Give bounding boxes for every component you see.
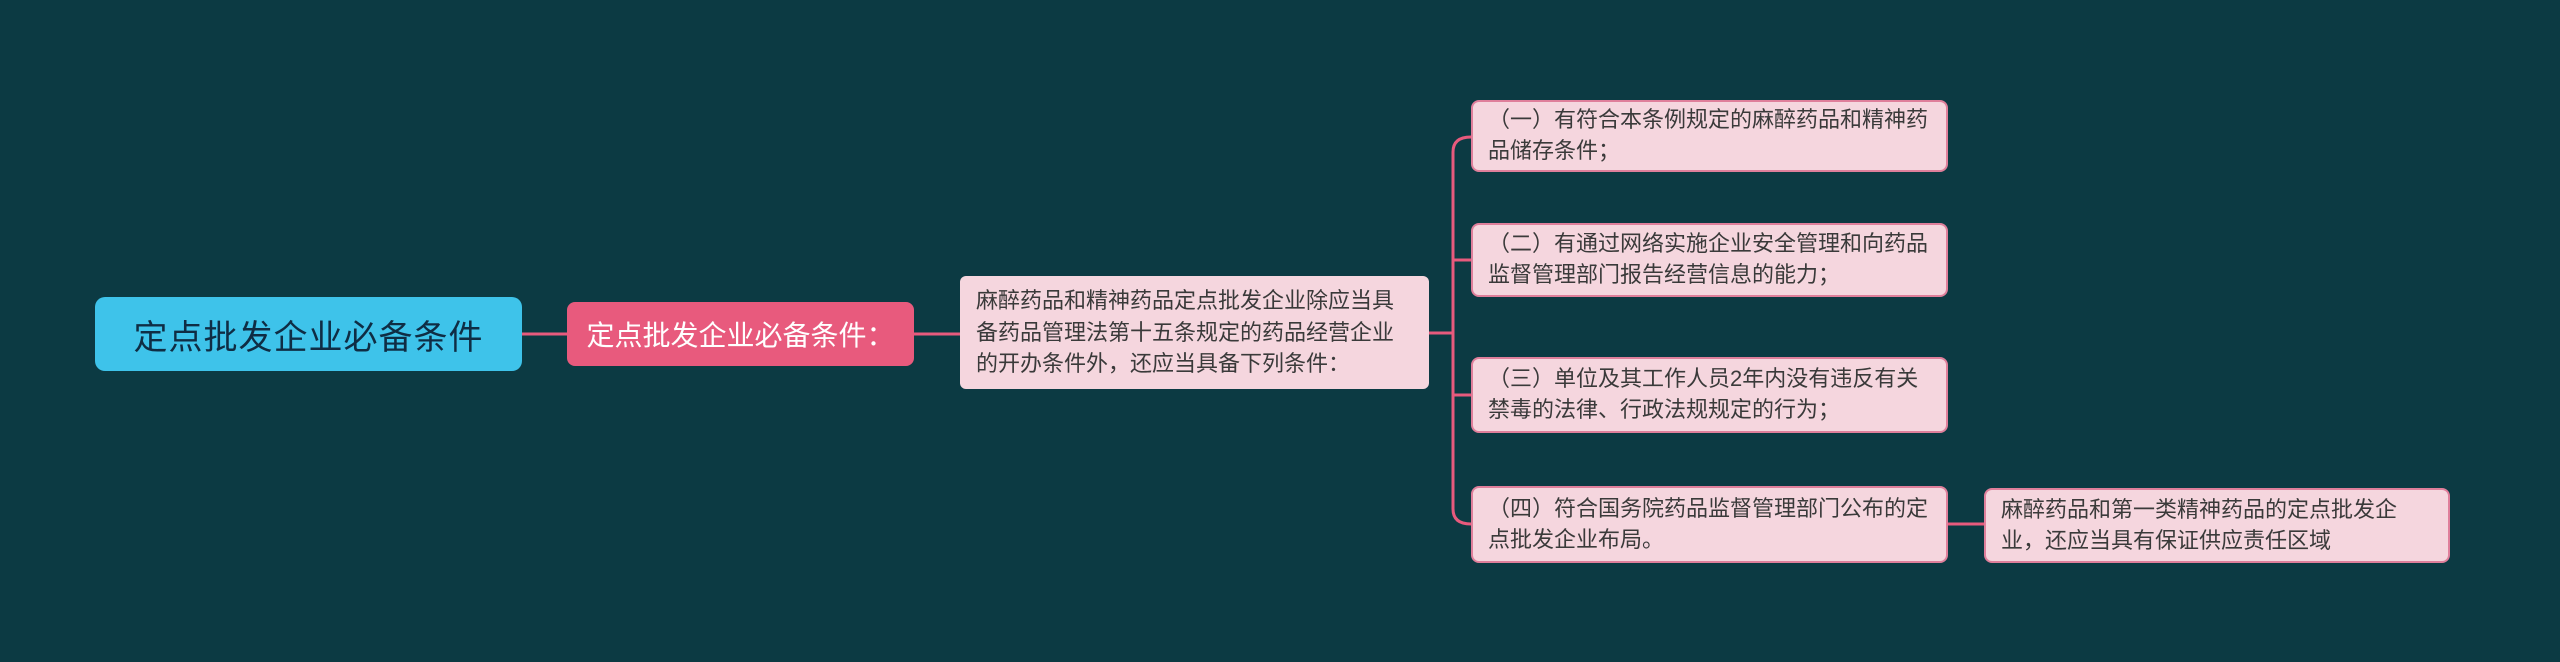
summary-node[interactable]: 麻醉药品和精神药品定点批发企业除应当具备药品管理法第十五条规定的药品经营企业的开… — [960, 276, 1429, 389]
topic-node-label: 定点批发企业必备条件： — [586, 320, 895, 351]
root-node[interactable]: 定点批发企业必备条件 — [95, 297, 522, 371]
branch-node-4[interactable]: （四）符合国务院药品监督管理部门公布的定点批发企业布局。 — [1471, 486, 1948, 563]
branch-node-3-text: （三）单位及其工作人员2年内没有违反有关禁毒的法律、行政法规规定的行为； — [1488, 366, 1919, 422]
branch-node-1-text: （一）有符合本条例规定的麻醉药品和精神药品储存条件； — [1488, 107, 1929, 163]
note-node-text: 麻醉药品和第一类精神药品的定点批发企业，还应当具有保证供应责任区域 — [2001, 496, 2398, 553]
note-node[interactable]: 麻醉药品和第一类精神药品的定点批发企业，还应当具有保证供应责任区域 — [1984, 488, 2450, 563]
branch-node-1[interactable]: （一）有符合本条例规定的麻醉药品和精神药品储存条件； — [1471, 100, 1948, 172]
branch-node-2-text: （二）有通过网络实施企业安全管理和向药品监督管理部门报告经营信息的能力； — [1488, 231, 1929, 287]
branch-node-4-text: （四）符合国务院药品监督管理部门公布的定点批发企业布局。 — [1488, 495, 1929, 552]
branch-node-2[interactable]: （二）有通过网络实施企业安全管理和向药品监督管理部门报告经营信息的能力； — [1471, 223, 1948, 297]
summary-node-text: 麻醉药品和精神药品定点批发企业除应当具备药品管理法第十五条规定的药品经营企业的开… — [976, 287, 1395, 377]
topic-node[interactable]: 定点批发企业必备条件： — [567, 302, 914, 366]
root-node-label: 定点批发企业必备条件 — [133, 318, 484, 357]
connector-trunk — [1451, 135, 1473, 526]
branch-node-3[interactable]: （三）单位及其工作人员2年内没有违反有关禁毒的法律、行政法规规定的行为； — [1471, 357, 1948, 433]
